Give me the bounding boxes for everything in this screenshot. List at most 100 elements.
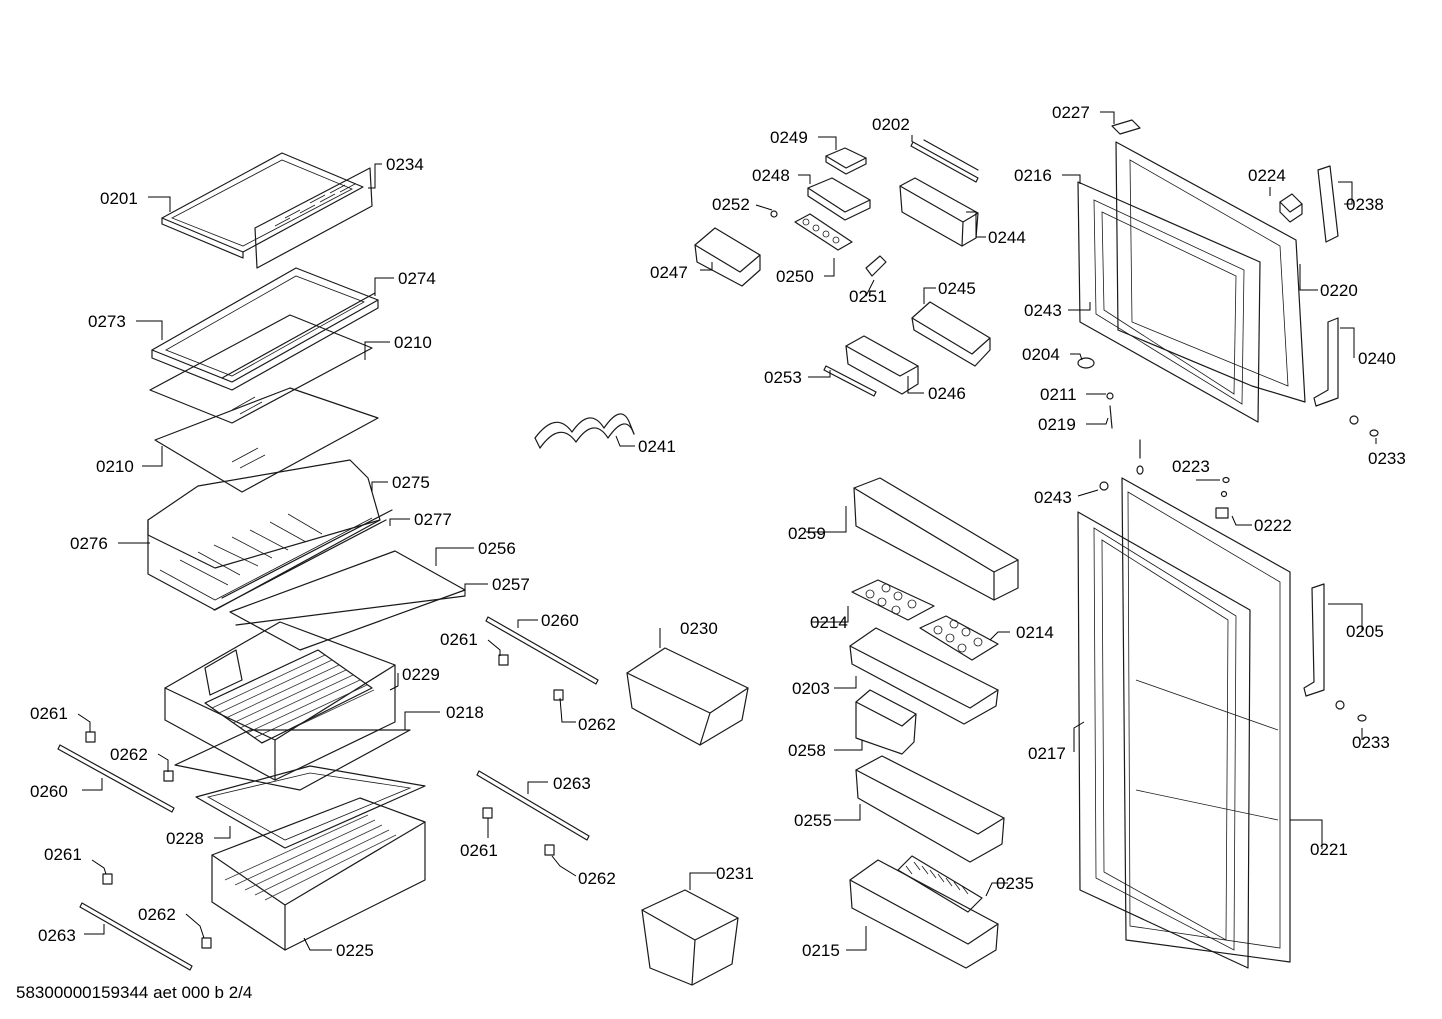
label-0238: 0238 bbox=[1346, 195, 1384, 214]
part-0263-slide-left bbox=[79, 902, 193, 971]
part-0233-screw-upper bbox=[1349, 415, 1379, 437]
label-0248: 0248 bbox=[752, 166, 790, 185]
part-0228-drawer-lid bbox=[195, 765, 426, 849]
part-0246-bin bbox=[845, 335, 919, 395]
label-0244: 0244 bbox=[988, 228, 1026, 247]
label-0224: 0224 bbox=[1248, 166, 1286, 185]
label-0260: 0260 bbox=[30, 782, 68, 801]
part-0210-glass-pane-lower bbox=[154, 387, 379, 493]
part-0253-rod bbox=[823, 365, 877, 397]
label-0210: 0210 bbox=[96, 457, 134, 476]
label-0277: 0277 bbox=[414, 510, 452, 529]
part-0227-cover bbox=[1111, 119, 1141, 135]
part-0247-bin bbox=[694, 227, 761, 287]
label-0227: 0227 bbox=[1052, 103, 1090, 122]
label-0201: 0201 bbox=[100, 189, 138, 208]
part-0216-freezer-gasket bbox=[1077, 181, 1261, 423]
label-0205: 0205 bbox=[1346, 622, 1384, 641]
part-0240-handle bbox=[1313, 317, 1339, 407]
part-0233-screw-lower bbox=[1335, 700, 1367, 722]
label-0249: 0249 bbox=[770, 128, 808, 147]
part-0217-fridge-gasket bbox=[1077, 511, 1251, 969]
label-0215: 0215 bbox=[802, 941, 840, 960]
part-0224-cover bbox=[1279, 193, 1303, 223]
label-0204: 0204 bbox=[1022, 345, 1060, 364]
part-0273-shelf-carrier bbox=[151, 267, 379, 391]
label-0247: 0247 bbox=[650, 263, 688, 282]
label-0225: 0225 bbox=[336, 941, 374, 960]
label-0255: 0255 bbox=[794, 811, 832, 830]
part-0276-crisper-cover bbox=[147, 459, 393, 611]
label-0253: 0253 bbox=[764, 368, 802, 387]
label-0261: 0261 bbox=[440, 630, 478, 649]
label-0246: 0246 bbox=[928, 384, 966, 403]
drawing-code: 58300000159344 aet 000 b 2/4 bbox=[16, 983, 252, 1002]
part-0211-bushing bbox=[1106, 392, 1114, 400]
label-0243: 0243 bbox=[1024, 301, 1062, 320]
label-0252: 0252 bbox=[712, 195, 750, 214]
part-0252-screw bbox=[770, 210, 778, 218]
part-0241-bottle-rack bbox=[534, 413, 635, 449]
part-0248-tray bbox=[807, 177, 871, 221]
part-0222-hinge-block bbox=[1215, 476, 1230, 519]
label-0216: 0216 bbox=[1014, 166, 1052, 185]
label-0231: 0231 bbox=[716, 864, 754, 883]
label-0262: 0262 bbox=[578, 715, 616, 734]
label-0202: 0202 bbox=[872, 115, 910, 134]
label-0203: 0203 bbox=[792, 679, 830, 698]
part-0260-slide-right bbox=[485, 616, 599, 685]
label-0241: 0241 bbox=[638, 437, 676, 456]
label-0260: 0260 bbox=[541, 611, 579, 630]
label-0250: 0250 bbox=[776, 267, 814, 286]
part-0214-egg-tray-left bbox=[851, 579, 935, 621]
label-0220: 0220 bbox=[1320, 281, 1358, 300]
label-0262: 0262 bbox=[138, 905, 176, 924]
part-0250-egg-holder bbox=[794, 213, 853, 251]
part-0214-egg-tray-right bbox=[919, 615, 999, 661]
part-0220-freezer-door bbox=[1115, 141, 1306, 403]
label-0235: 0235 bbox=[996, 874, 1034, 893]
part-0230-bin bbox=[626, 647, 749, 746]
part-0234-rear-panel bbox=[254, 167, 373, 269]
part-0244-bin bbox=[899, 177, 979, 247]
label-0217: 0217 bbox=[1028, 744, 1066, 763]
part-labels: 0201 0234 0274 0273 0210 0210 0275 0276 … bbox=[30, 103, 1406, 960]
part-0238-hinge bbox=[1317, 165, 1339, 243]
label-0261: 0261 bbox=[44, 845, 82, 864]
part-0255-bottle-shelf bbox=[855, 755, 1005, 863]
part-0249-cover bbox=[825, 147, 867, 175]
part-0219-pin bbox=[1109, 405, 1113, 429]
label-0233: 0233 bbox=[1352, 733, 1390, 752]
part-0221-fridge-door bbox=[1121, 477, 1291, 963]
label-0210: 0210 bbox=[394, 333, 432, 352]
part-0215-bottle-shelf bbox=[849, 859, 999, 969]
label-0222: 0222 bbox=[1254, 516, 1292, 535]
label-0218: 0218 bbox=[446, 703, 484, 722]
label-0245: 0245 bbox=[938, 279, 976, 298]
label-0230: 0230 bbox=[680, 619, 718, 638]
label-0259: 0259 bbox=[788, 524, 826, 543]
label-0276: 0276 bbox=[70, 534, 108, 553]
part-0205-handle bbox=[1303, 583, 1325, 697]
label-0262: 0262 bbox=[578, 869, 616, 888]
label-0263: 0263 bbox=[38, 926, 76, 945]
label-0219: 0219 bbox=[1038, 415, 1076, 434]
part-0259-dairy-bin bbox=[853, 477, 1019, 601]
label-0273: 0273 bbox=[88, 312, 126, 331]
part-hinge-pin bbox=[1099, 439, 1144, 491]
label-0258: 0258 bbox=[788, 741, 826, 760]
label-0214: 0214 bbox=[810, 613, 848, 632]
part-0218-drawer-frame bbox=[174, 729, 411, 791]
label-0243: 0243 bbox=[1034, 488, 1072, 507]
part-0204-stopper bbox=[1077, 357, 1095, 369]
label-0275: 0275 bbox=[392, 473, 430, 492]
label-0211: 0211 bbox=[1040, 385, 1077, 404]
label-0240: 0240 bbox=[1358, 349, 1396, 368]
label-0262: 0262 bbox=[110, 745, 148, 764]
part-0202-strip bbox=[910, 139, 979, 183]
label-0229: 0229 bbox=[402, 665, 440, 684]
part-0235-bottle-divider bbox=[897, 855, 983, 913]
part-0225-lower-drawer bbox=[211, 797, 426, 951]
label-0274: 0274 bbox=[398, 269, 436, 288]
